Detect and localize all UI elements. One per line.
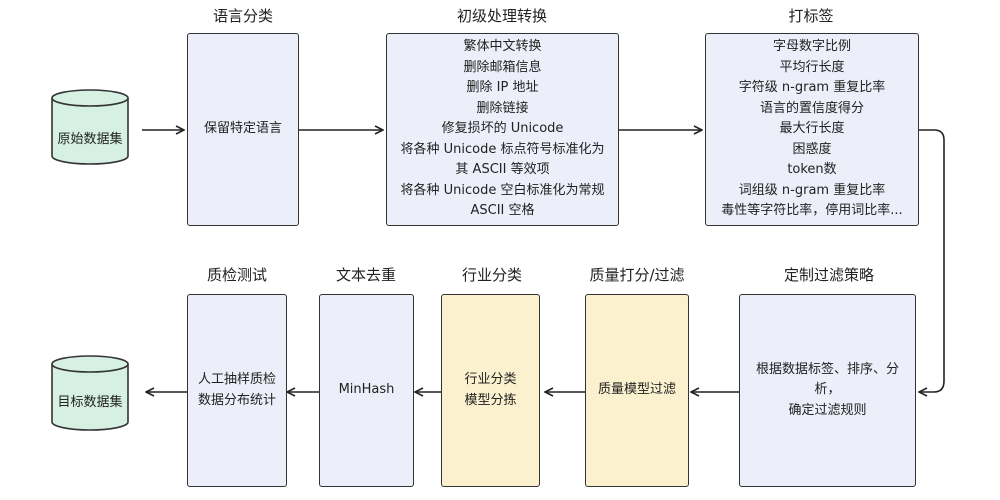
qa-stage-line: 数据分布统计 (197, 392, 276, 408)
convert-stage-line: 将各种 Unicode 空白标准化为常规 (400, 182, 605, 198)
tag-stage-line: 字母数字比例 (772, 39, 851, 55)
tag-stage-line: 困惑度 (792, 141, 832, 157)
tag-stage-line: token数 (787, 162, 837, 178)
qa-stage-title: 质检测试 (206, 266, 268, 284)
policy-stage-line: 确定过滤规则 (788, 402, 867, 418)
tag-stage-line: 语言的置信度得分 (759, 100, 864, 116)
tag-stage-line: 平均行长度 (779, 59, 845, 75)
industry-stage-title: 行业分类 (461, 266, 523, 284)
tag-stage-box: 字母数字比例 平均行长度 字符级 n-gram 重复比率 语言的置信度得分 最大… (705, 33, 919, 226)
dedup-stage-line: MinHash (338, 382, 395, 398)
target-dataset-cylinder (51, 355, 129, 431)
dedup-stage-box: MinHash (319, 294, 414, 487)
source-dataset-label: 原始数据集 (57, 132, 123, 147)
policy-stage-box: 根据数据标签、排序、分 析， 确定过滤规则 (739, 294, 916, 487)
convert-stage-title: 初级处理转换 (456, 7, 548, 25)
lang-stage-title: 语言分类 (212, 7, 274, 25)
qa-stage-line: 人工抽样质检 (197, 372, 276, 387)
policy-stage-title: 定制过滤策略 (783, 266, 875, 284)
convert-stage-line: 删除 IP 地址 (466, 80, 539, 96)
tag-stage-title: 打标签 (788, 7, 834, 25)
lang-stage-line: 保留特定语言 (203, 121, 282, 137)
convert-stage-line: 其 ASCII 等效项 (455, 162, 550, 178)
quality-stage-box: 质量模型过滤 (585, 294, 689, 487)
industry-stage-box: 行业分类 模型分拣 (441, 294, 540, 487)
convert-stage-line: 删除链接 (476, 100, 529, 116)
quality-stage-line: 质量模型过滤 (597, 382, 676, 398)
source-dataset-cylinder (51, 89, 129, 165)
convert-stage-box: 繁体中文转换 删除邮箱信息 删除 IP 地址 删除链接 修复损坏的 Unicod… (386, 33, 619, 226)
dedup-stage-title: 文本去重 (335, 266, 397, 284)
policy-stage-line: 根据数据标签、排序、分 (755, 361, 899, 377)
tag-stage-line: 词组级 n-gram 重复比率 (738, 182, 886, 198)
convert-stage-line: 繁体中文转换 (463, 39, 542, 55)
quality-stage-title: 质量打分/过滤 (589, 266, 685, 284)
industry-stage-line: 模型分拣 (464, 392, 517, 408)
convert-stage-line: 将各种 Unicode 标点符号标准化为 (400, 141, 605, 157)
lang-stage-box: 保留特定语言 (187, 33, 299, 226)
tag-stage-line: 字符级 n-gram 重复比率 (738, 80, 886, 96)
tag-stage-line: 毒性等字符比率，停用词比率... (721, 203, 903, 219)
policy-stage-line: 析， (814, 382, 841, 398)
convert-stage-line: ASCII 空格 (470, 203, 535, 219)
convert-stage-line: 修复损坏的 Unicode (441, 121, 564, 137)
industry-stage-line: 行业分类 (464, 372, 517, 387)
arrow-tag-to-policy (919, 129, 945, 392)
qa-stage-box: 人工抽样质检 数据分布统计 (187, 294, 287, 487)
convert-stage-line: 删除邮箱信息 (463, 59, 542, 75)
tag-stage-line: 最大行长度 (779, 121, 845, 137)
target-dataset-label: 目标数据集 (57, 395, 123, 410)
